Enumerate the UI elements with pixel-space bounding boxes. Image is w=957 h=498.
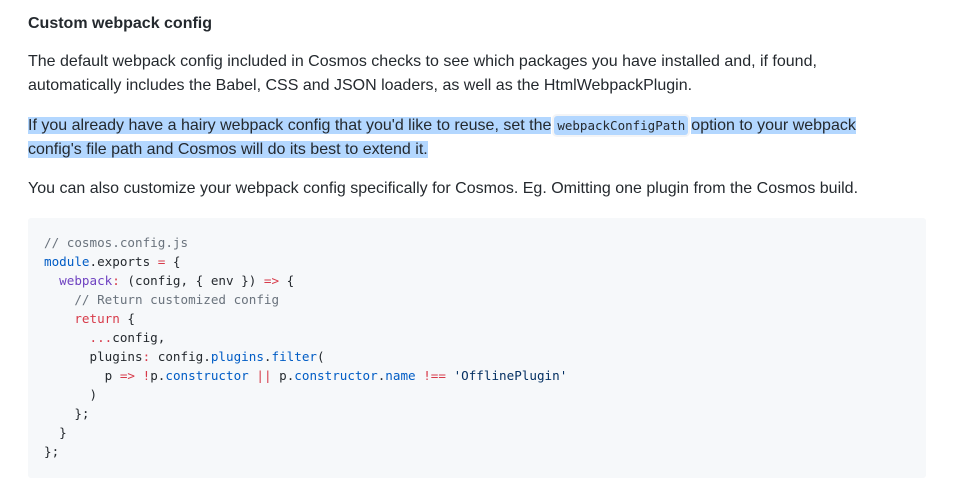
code-line-5: return {	[74, 311, 136, 326]
inline-code-webpackConfigPath: webpackConfigPath	[554, 116, 689, 135]
paragraph-customize: You can also customize your webpack conf…	[28, 180, 859, 197]
code-line-7: plugins: config.plugins.filter(	[44, 349, 325, 364]
paragraph-webpack-config-path: If you already have a hairy webpack conf…	[28, 114, 908, 162]
code-line-3: webpack: (config, { env }) => {	[59, 273, 295, 288]
selected-text-before: If you already have a hairy webpack conf…	[28, 117, 552, 134]
code-line-1: // cosmos.config.js	[44, 233, 910, 252]
code-block: // cosmos.config.js module.exports = { we…	[28, 218, 926, 478]
code-line-11: }	[44, 425, 67, 440]
code-line-12: };	[44, 444, 60, 459]
section-heading: Custom webpack config	[28, 15, 213, 32]
code-line-2: module.exports = {	[44, 254, 181, 269]
code-line-8: p => !p.constructor || p.constructor.nam…	[44, 368, 568, 383]
code-line-6: ...config,	[89, 330, 166, 345]
code-comment: // cosmos.config.js	[44, 235, 189, 250]
code-line-9: )	[44, 387, 98, 402]
paragraph-default-config: The default webpack config included in C…	[28, 53, 817, 94]
code-line-4: // Return customized config	[74, 292, 280, 307]
code-line-10: };	[44, 406, 90, 421]
